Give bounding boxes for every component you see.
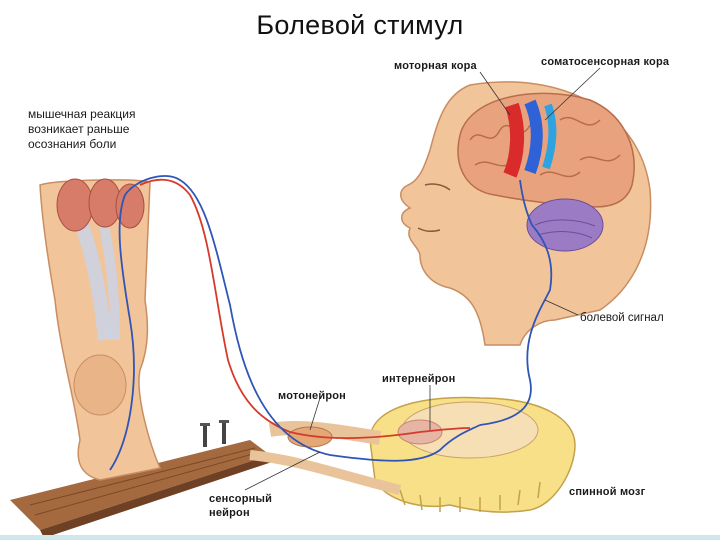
sensory-neuron-line-1: сенсорный <box>209 493 273 505</box>
interneuron-label: интернейрон <box>382 373 456 385</box>
wooden-plank <box>10 440 272 538</box>
muscle-reaction-line-2: возникает раньше <box>28 122 130 136</box>
annotation-lines <box>244 67 601 491</box>
motor-neuron-path <box>139 178 421 439</box>
bottom-strip <box>0 535 720 540</box>
interneuron-path <box>419 427 471 433</box>
spinal-cord <box>369 396 576 513</box>
page-title: Болевой стимул <box>256 10 464 40</box>
motoneuron-label: мотонейрон <box>278 390 347 402</box>
nail-icon <box>200 420 229 447</box>
brain <box>457 92 635 252</box>
sensory-neuron-path <box>109 175 481 471</box>
somatosensory-cortex-label: соматосенсорная кора <box>541 56 670 68</box>
sensory-neuron-label: сенсорный нейрон <box>209 492 272 520</box>
muscle-reaction-line-3: осознания боли <box>28 137 117 151</box>
spinal-cord-label: спинной мозг <box>569 486 646 498</box>
ascending-pain-path <box>479 179 553 426</box>
motor-cortex-label: моторная кора <box>394 60 477 72</box>
muscle-reaction-label: мышечная реакция возникает раньше осозна… <box>28 107 188 152</box>
sensory-neuron-line-2: нейрон <box>209 507 250 519</box>
muscle-reaction-line-1: мышечная реакция <box>28 107 136 121</box>
pain-signal-label: болевой сигнал <box>580 312 664 324</box>
leg-foot <box>39 178 162 481</box>
